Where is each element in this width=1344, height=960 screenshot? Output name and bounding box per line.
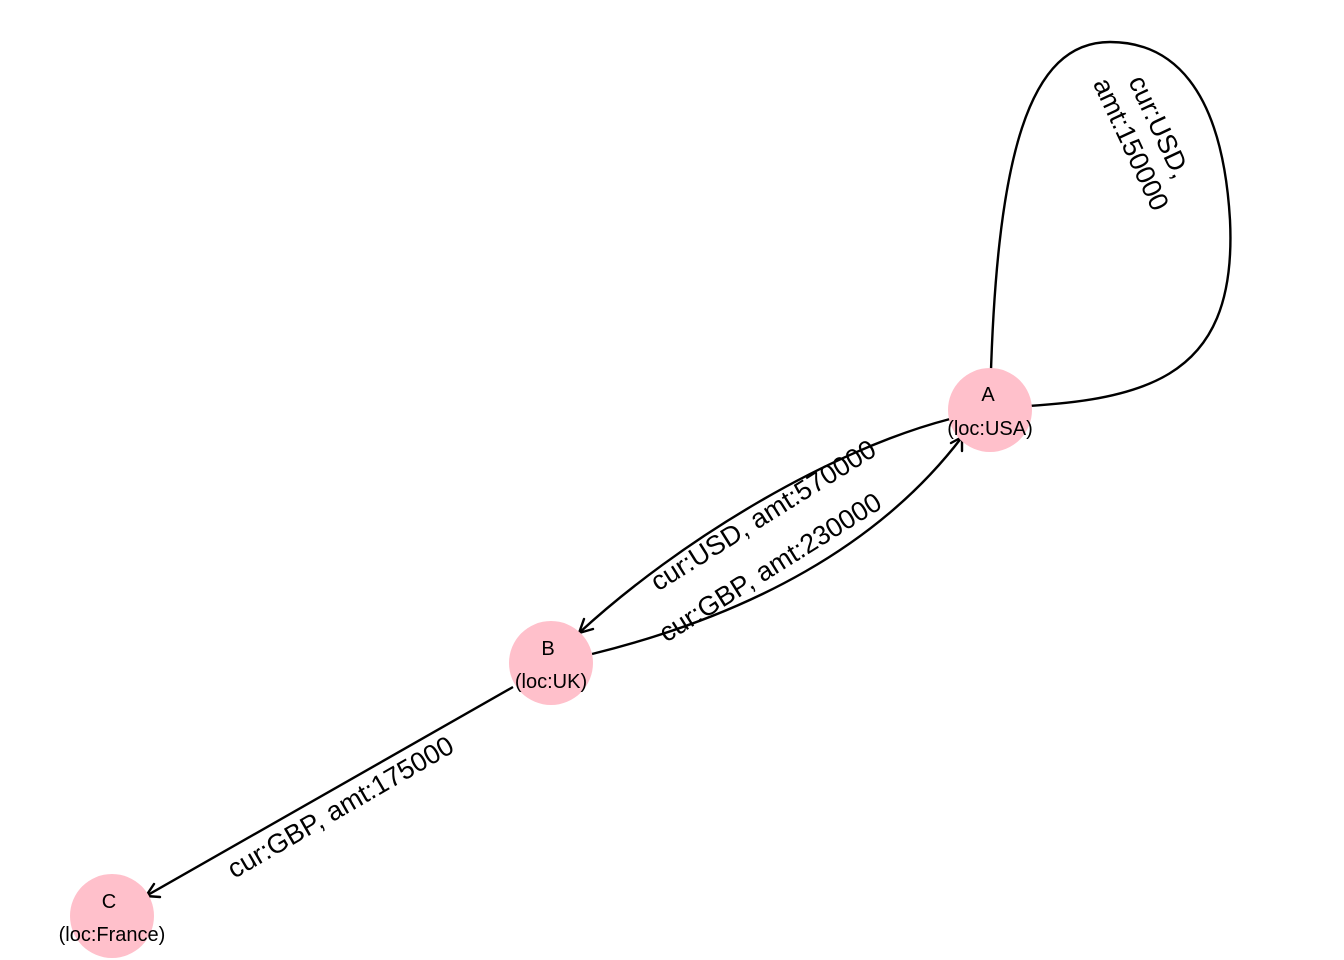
edge-b-to-c-line (145, 685, 514, 898)
node-b-name: B (541, 638, 554, 660)
node-b: B (loc:UK) (509, 621, 593, 705)
node-c-circle (70, 874, 154, 958)
node-a-name: A (981, 384, 995, 406)
node-a-location: (loc:USA) (947, 418, 1033, 440)
edge-a-to-a-label: cur:USD, amt:150000 (1087, 59, 1204, 215)
edge-a-to-a: cur:USD, amt:150000 (980, 40, 1232, 410)
edge-b-to-a-line (591, 436, 963, 656)
node-c-name: C (102, 891, 116, 913)
edge-b-to-c: cur:GBP, amt:175000 (144, 685, 514, 899)
edge-b-to-a: cur:GBP, amt:230000 (591, 435, 964, 656)
node-c-location: (loc:France) (59, 924, 166, 946)
node-b-circle (509, 621, 593, 705)
node-b-location: (loc:UK) (515, 671, 587, 693)
edge-a-to-b: cur:USD, amt:570000 (577, 417, 951, 635)
node-a-circle (948, 368, 1032, 452)
node-c: C (loc:France) (59, 874, 166, 958)
edge-b-to-c-label: cur:GBP, amt:175000 (222, 730, 459, 884)
edge-a-to-a-line (988, 40, 1232, 410)
node-a: A (loc:USA) (947, 368, 1033, 452)
edge-a-to-b-line (578, 417, 951, 634)
